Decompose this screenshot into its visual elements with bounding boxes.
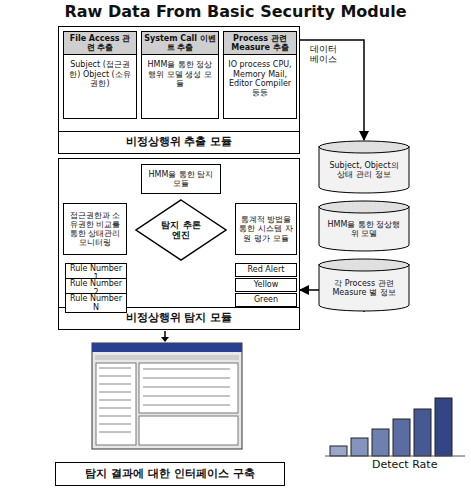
detect-rate-bars bbox=[330, 398, 452, 456]
node-text: HMM을 통한 정상행위 모델 bbox=[322, 218, 406, 240]
node-text: Green bbox=[252, 295, 280, 304]
panel-heading: Process 관련 Measure 추출 bbox=[224, 32, 296, 55]
node-text: 접근권한과 소유권한 비교를 통한 상태관리 모니터링 bbox=[64, 209, 126, 250]
alert-box: Red Alert bbox=[235, 263, 297, 277]
alert-box: Green bbox=[235, 293, 297, 307]
node-text: 탐지 추론 엔진 bbox=[156, 220, 206, 241]
database-cylinder: HMM을 통한 정상행위 모델 bbox=[318, 200, 410, 252]
state-monitor-box: 접근권한과 소유권한 비교를 통한 상태관리 모니터링 bbox=[63, 203, 127, 255]
node-text: HMM을 통한 탐지 모듈 bbox=[142, 168, 220, 190]
process-panel: Process 관련 Measure 추출IO process CPU, Mem… bbox=[223, 31, 297, 119]
alert-box: Yellow bbox=[235, 278, 297, 292]
edge-label: 데이터 베이스 bbox=[306, 44, 340, 65]
statistics-box: 통계적 방법을 통한 시스템 자원 평가 모듈 bbox=[235, 203, 297, 255]
result-arrow bbox=[161, 331, 169, 342]
panel-body: HMM을 통한 정상행위 모델 생성 모듈 bbox=[142, 55, 218, 93]
panel-heading: System Call 이벤트 추출 bbox=[142, 32, 218, 55]
screenshot bbox=[92, 343, 242, 449]
connector-arrow bbox=[300, 40, 364, 140]
file-access-panel: File Access 관련 추출Subject (접근권한) Object (… bbox=[63, 31, 137, 119]
title: Raw Data From Basic Security Module bbox=[40, 2, 431, 21]
node-text: Subject, Object의 상태 관리 정보 bbox=[322, 159, 406, 181]
system-call-panel: System Call 이벤트 추출HMM을 통한 정상행위 모델 생성 모듈 bbox=[141, 31, 219, 119]
interface-band: 탐지 결과에 대한 인터페이스 구축 bbox=[55, 462, 285, 486]
detection-module: 비정상행위 탐지 모듈HMM을 통한 탐지 모듈접근권한과 소유권한 비교를 통… bbox=[58, 158, 300, 330]
node-text: Yellow bbox=[252, 280, 281, 289]
node-text: Rule Number N bbox=[66, 294, 126, 312]
panel-heading: File Access 관련 추출 bbox=[64, 32, 136, 55]
database-cylinder: 각 Process 관련 Measure 별 정보 bbox=[318, 258, 410, 312]
module-title: 탐지 결과에 대한 인터페이스 구축 bbox=[81, 466, 258, 483]
node-text: Red Alert bbox=[246, 265, 287, 274]
node-text: 각 Process 관련 Measure 별 정보 bbox=[322, 277, 406, 299]
panel-body: IO process CPU, Memory Mail, Editor Comp… bbox=[224, 55, 296, 102]
rule-box: Rule Number N bbox=[65, 293, 127, 313]
module-title: 비정상행위 추출 모듈 bbox=[59, 131, 299, 153]
inference-diamond: 탐지 추론 엔진 bbox=[135, 199, 227, 261]
node-text: 통계적 방법을 통한 시스템 자원 평가 모듈 bbox=[236, 213, 296, 245]
axis-label: Detect Rate bbox=[372, 459, 437, 472]
panel-body: Subject (접근권한) Object (소유권한) bbox=[64, 55, 136, 93]
extraction-module: 비정상행위 추출 모듈 File Access 관련 추출Subject (접근권… bbox=[58, 26, 300, 154]
hmm-detect-box: HMM을 통한 탐지 모듈 bbox=[141, 164, 221, 194]
bar-baseline bbox=[325, 456, 465, 457]
database-cylinder: Subject, Object의 상태 관리 정보 bbox=[318, 140, 410, 194]
